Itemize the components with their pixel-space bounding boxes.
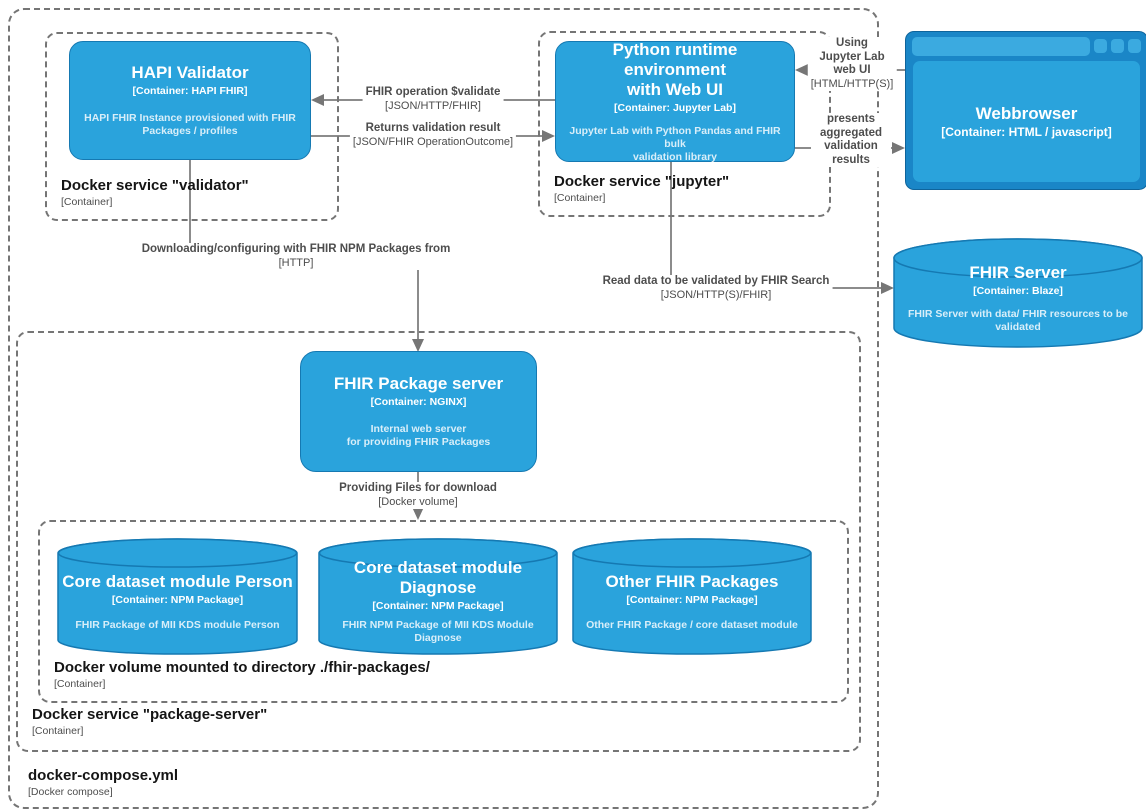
edge-label-text: presents aggregated validation results: [820, 113, 882, 166]
cylinder-shape: [57, 538, 298, 655]
arrowhead-right-icon: [892, 142, 905, 154]
edge-tech-text: [JSON/HTTP/FHIR]: [385, 99, 481, 112]
node-title: Webbrowser: [975, 104, 1078, 123]
browser-titlebar: [912, 37, 1141, 56]
group-title: Docker service "jupyter": [554, 173, 730, 190]
node-container-type: [Container: NGINX]: [370, 396, 467, 408]
edge-tech-text: [JSON/FHIR OperationOutcome]: [352, 135, 514, 148]
node-description: HAPI FHIR Instance provisioned with FHIR…: [84, 112, 296, 137]
browser-content: Webbrowser [Container: HTML / javascript…: [913, 61, 1140, 182]
node-container-type: [Container: HTML / javascript]: [941, 125, 1112, 139]
window-button-icon: [1128, 39, 1141, 53]
node-description: Other FHIR Package / core dataset module: [586, 618, 798, 631]
window-button-icon: [1094, 39, 1107, 53]
cylinder-core-dataset-person: Core dataset module Person [Container: N…: [57, 538, 298, 655]
group-docker-service-validator: Docker service "validator" [Container]: [45, 32, 339, 221]
arrowhead-left-icon: [795, 64, 808, 76]
edge-label-text: Downloading/configuring with FHIR NPM Pa…: [141, 243, 451, 255]
cylinder-shape: [318, 538, 558, 655]
group-title: Docker volume mounted to directory ./fhi…: [54, 659, 430, 676]
arrowhead-right-icon: [542, 130, 555, 142]
group-title: Docker service "validator": [61, 177, 249, 194]
arrowhead-down-icon: [412, 507, 424, 520]
node-title: Python runtime environment with Web UI: [612, 39, 738, 99]
edge-validate-label: FHIR operation $validate [JSON/HTTP/FHIR…: [362, 86, 504, 113]
edge-returns-label: Returns validation result [JSON/FHIR Ope…: [349, 122, 517, 149]
group-title: docker-compose.yml: [28, 767, 179, 784]
node-python-runtime: Python runtime environment with Web UI […: [555, 39, 795, 163]
arrowhead-left-icon: [311, 94, 324, 106]
cylinder-shape: [893, 238, 1143, 348]
node-title: Core dataset module Person: [62, 571, 293, 591]
node-title: Core dataset module Diagnose: [353, 558, 523, 597]
arrowhead-down-icon: [412, 339, 424, 352]
edge-label-text: Read data to be validated by FHIR Search: [602, 275, 830, 287]
edge-label-text: Providing Files for download: [339, 482, 497, 494]
node-fhir-package-server: FHIR Package server [Container: NGINX] I…: [300, 351, 537, 472]
group-type: [Docker compose]: [28, 786, 113, 798]
edge-download-label: Downloading/configuring with FHIR NPM Pa…: [138, 243, 454, 270]
group-docker-volume: Docker volume mounted to directory ./fhi…: [38, 520, 849, 703]
cylinder-shape: [572, 538, 812, 655]
node-title: FHIR Server: [969, 262, 1067, 282]
group-type: [Container]: [61, 196, 113, 208]
node-description: FHIR Package of MII KDS module Person: [75, 618, 280, 631]
node-title: Other FHIR Packages: [605, 571, 779, 591]
node-container-type: [Container: HAPI FHIR]: [132, 85, 248, 97]
node-description: Jupyter Lab with Python Pandas and FHIR …: [569, 124, 781, 163]
group-type: [Container]: [32, 725, 84, 737]
cylinder-fhir-server: FHIR Server [Container: Blaze] FHIR Serv…: [893, 238, 1143, 348]
edge-download-line-a: [189, 160, 191, 244]
node-webbrowser: Webbrowser [Container: HTML / javascript…: [905, 31, 1146, 190]
edge-presents-label: presents aggregated validation results: [811, 113, 891, 167]
node-container-type: [Container: Jupyter Lab]: [614, 101, 736, 114]
group-title: Docker service "package-server": [32, 706, 268, 723]
node-description: Internal web server for providing FHIR P…: [346, 423, 491, 448]
cylinder-core-dataset-diagnose: Core dataset module Diagnose [Container:…: [318, 538, 558, 655]
edge-tech-text: [HTTP]: [278, 256, 314, 269]
node-hapi-validator: HAPI Validator [Container: HAPI FHIR] HA…: [69, 41, 311, 160]
edge-read-line-h: [817, 287, 882, 289]
edge-tech-text: [Docker volume]: [378, 495, 458, 508]
edge-providing-label: Providing Files for download [Docker vol…: [336, 482, 500, 509]
edge-read-label: Read data to be validated by FHIR Search…: [599, 275, 833, 302]
node-container-type: [Container: Blaze]: [973, 284, 1063, 297]
node-container-type: [Container: NPM Package]: [372, 600, 504, 612]
edge-tech-text: [JSON/HTTP(S)/FHIR]: [660, 288, 772, 301]
edge-read-line-v: [670, 162, 672, 275]
group-type: [Container]: [554, 192, 606, 204]
edge-providing-line: [417, 472, 419, 482]
node-container-type: [Container: NPM Package]: [626, 593, 758, 606]
cylinder-other-fhir-packages: Other FHIR Packages [Container: NPM Pack…: [572, 538, 812, 655]
window-button-icon: [1111, 39, 1124, 53]
node-title: FHIR Package server: [333, 374, 504, 393]
node-title: HAPI Validator: [131, 63, 249, 82]
edge-label-text: Using Jupyter Lab web UI: [819, 37, 885, 76]
group-type: [Container]: [54, 678, 106, 690]
edge-tech-text: [HTML/HTTP(S)]: [810, 77, 894, 90]
edge-label-text: FHIR operation $validate: [365, 86, 501, 98]
node-container-type: [Container: NPM Package]: [111, 593, 244, 606]
node-description: FHIR NPM Package of MII KDS Module Diagn…: [342, 619, 534, 644]
address-bar: [912, 37, 1090, 56]
group-docker-service-package-server: Docker service "package-server" [Contain…: [16, 331, 861, 752]
edge-using-label: Using Jupyter Lab web UI [HTML/HTTP(S)]: [807, 37, 897, 91]
edge-download-line-b: [417, 266, 419, 340]
group-docker-compose: docker-compose.yml [Docker compose]: [8, 8, 879, 809]
edge-label-text: Returns validation result: [365, 122, 501, 134]
arrowhead-right-icon: [881, 282, 894, 294]
node-description: FHIR Server with data/ FHIR resources to…: [908, 307, 1128, 333]
